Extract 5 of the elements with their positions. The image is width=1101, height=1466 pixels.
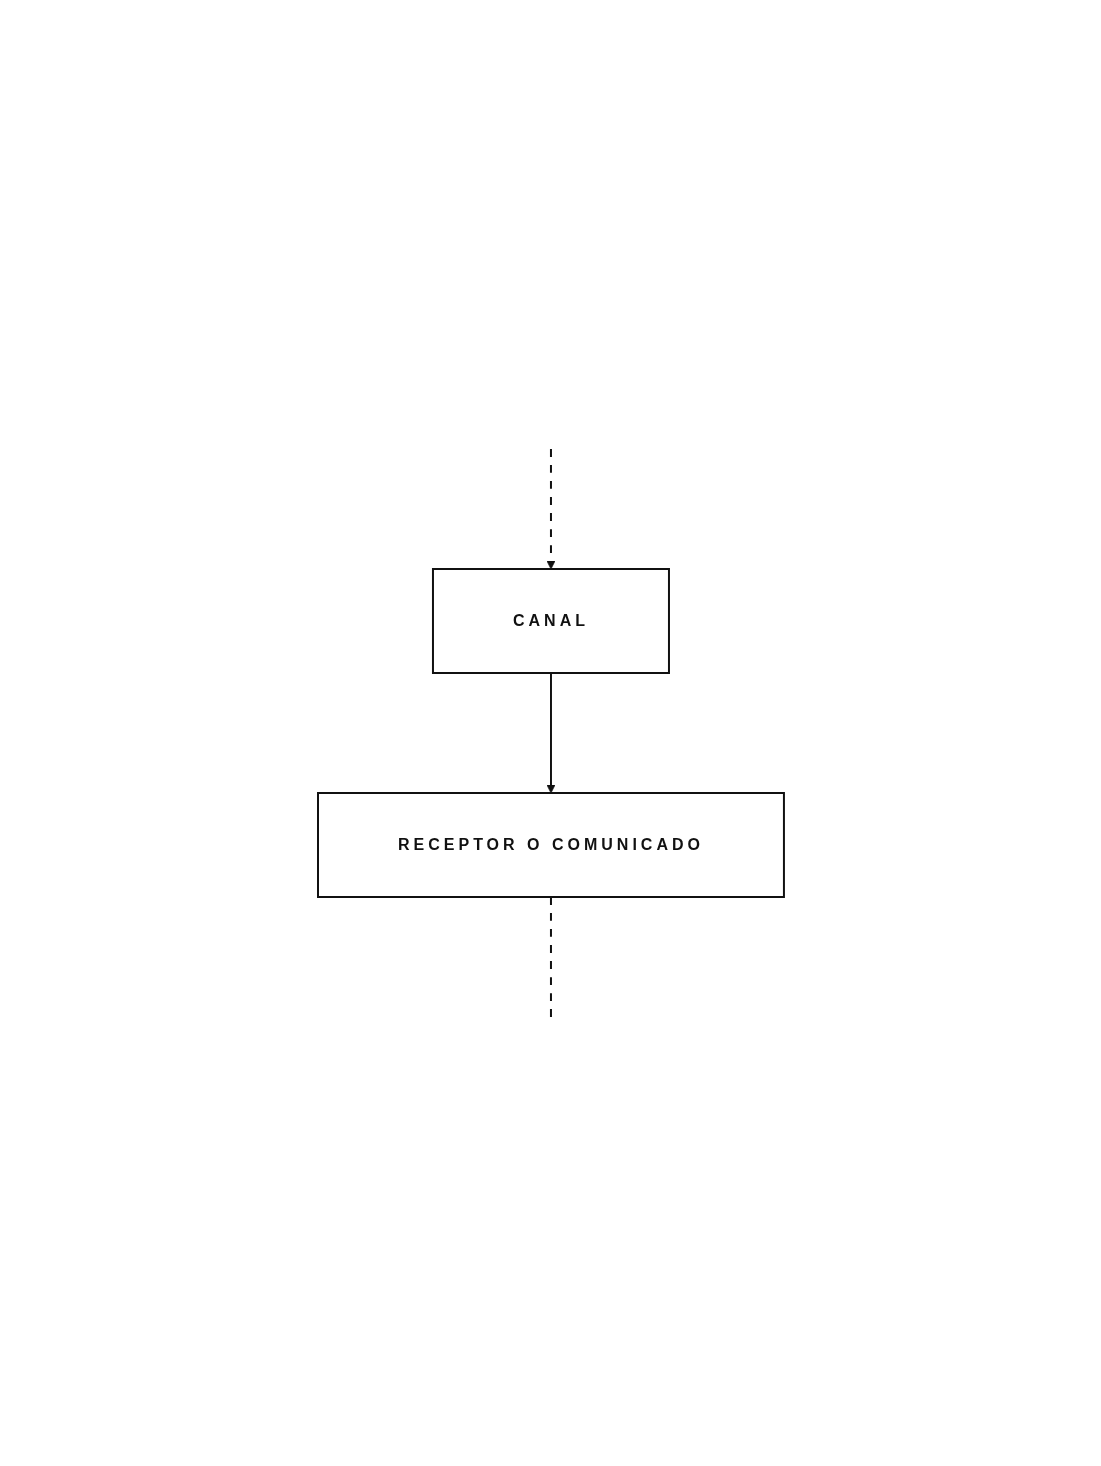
arrow [546,672,555,794]
arrow [546,448,555,570]
connector [549,896,552,1018]
node-box: CANAL [431,568,670,674]
node-box: RECEPTOR O COMUNICADO [316,792,785,898]
